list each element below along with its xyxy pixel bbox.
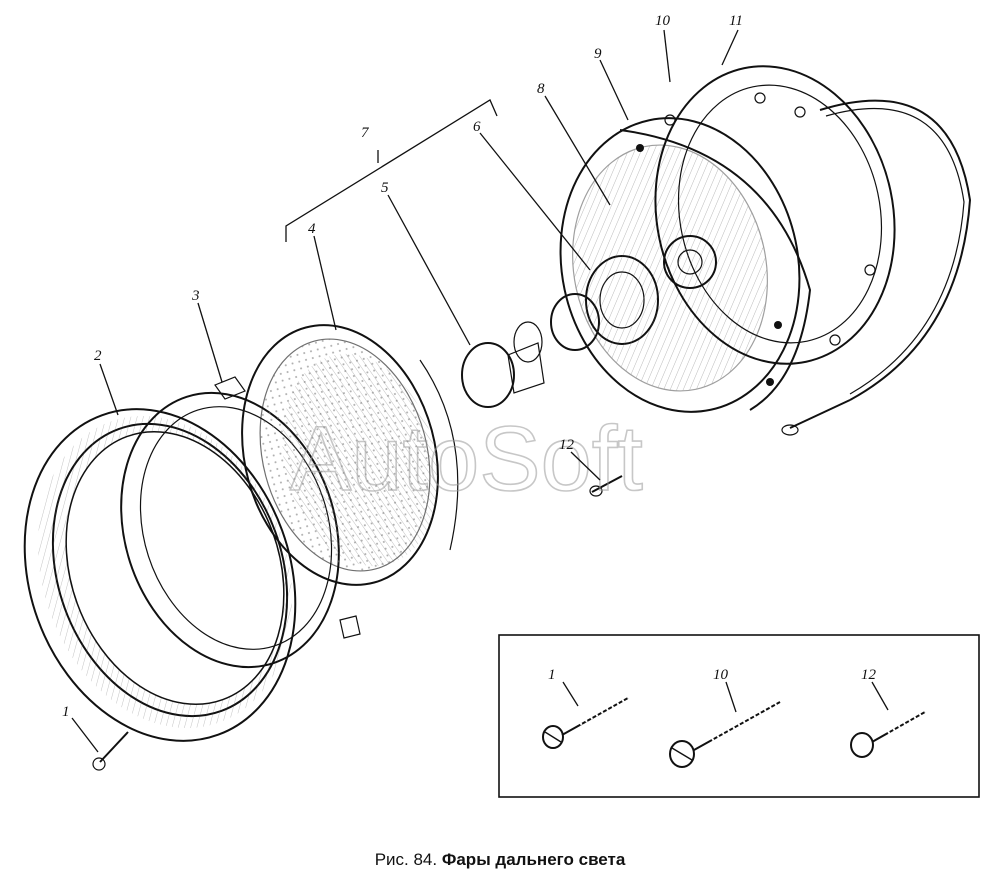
callout-1: 1 [62,704,70,720]
callout-12: 12 [559,437,575,453]
screw-1-part [92,731,129,771]
screw-12-part [589,475,623,497]
callout-9: 9 [594,46,602,62]
inset-screw-10 [669,681,781,768]
callout-3: 3 [191,288,200,304]
callout-2: 2 [94,348,102,364]
inset-screw-1 [542,681,629,749]
leader-lines [71,29,739,753]
screw-detail-inset: 1 10 12 [498,634,980,798]
watermark-text: AutoSoft [290,408,643,510]
callout-10: 10 [655,13,671,29]
inset-callout-12: 12 [861,667,877,683]
callout-4: 4 [308,221,316,237]
callout-8: 8 [537,81,545,97]
inset-callout-10: 10 [713,667,729,683]
inset-callout-1: 1 [548,667,556,683]
lens-unit-part [241,324,459,586]
housing-part [559,117,812,413]
gasket-part [654,65,896,365]
callout-5: 5 [381,180,389,196]
inset-screw-12 [850,681,926,758]
figure-caption: Рис. 84. Фары дальнего света [0,850,1000,870]
figure-title: Фары дальнего света [441,850,626,869]
callout-6: 6 [473,119,481,135]
bulb-part [461,321,545,408]
figure-number: Рис. 84. [374,850,438,869]
wire-part [781,99,972,436]
callout-7: 7 [361,125,370,141]
callout-11: 11 [729,13,743,29]
